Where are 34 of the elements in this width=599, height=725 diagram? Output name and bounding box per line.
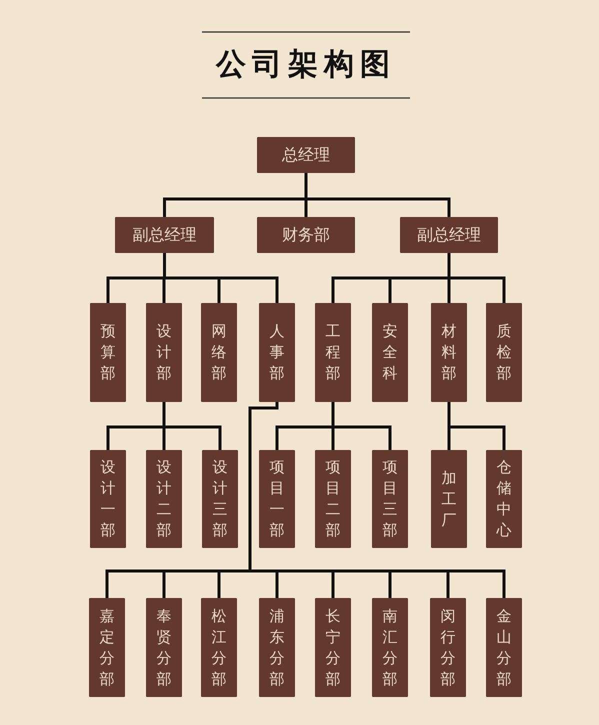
department-box: 安全科 [372, 303, 408, 402]
department-box: 工程部 [315, 303, 351, 402]
department-box: 金山分部 [486, 598, 522, 697]
department-box: 长宁分部 [315, 598, 351, 697]
department-box: 浦东分部 [259, 598, 295, 697]
department-box: 松江分部 [201, 598, 237, 697]
department-box: 项目二部 [315, 450, 351, 548]
department-box: 财务部 [257, 217, 355, 253]
department-box: 质检部 [486, 303, 522, 402]
title: 公司架构图 [214, 46, 397, 84]
department-box: 项目一部 [259, 450, 295, 548]
department-box: 副总经理 [115, 217, 214, 253]
connector-line [332, 402, 392, 450]
department-box: 闵行分部 [430, 598, 466, 697]
department-box: 项目三部 [372, 450, 408, 548]
connector-line [304, 173, 450, 217]
department-box: 嘉定分部 [89, 598, 125, 697]
department-box: 网络部 [201, 303, 237, 402]
department-box: 总经理 [257, 137, 355, 173]
department-box: 材料部 [431, 303, 467, 402]
department-box: 预算部 [90, 303, 126, 402]
connector-line [162, 402, 222, 450]
department-box: 南汇分部 [372, 598, 408, 697]
department-box: 加工厂 [431, 450, 467, 548]
department-box: 副总经理 [400, 217, 498, 253]
department-box: 仓储中心 [486, 450, 522, 548]
connector-line [448, 402, 506, 450]
department-box: 设计二部 [146, 450, 182, 548]
department-box: 设计三部 [202, 450, 238, 548]
department-box: 人事部 [259, 303, 295, 402]
department-box: 设计一部 [90, 450, 126, 548]
department-box: 奉贤分部 [146, 598, 182, 697]
department-box: 设计部 [146, 303, 182, 402]
connector-line [448, 253, 506, 303]
